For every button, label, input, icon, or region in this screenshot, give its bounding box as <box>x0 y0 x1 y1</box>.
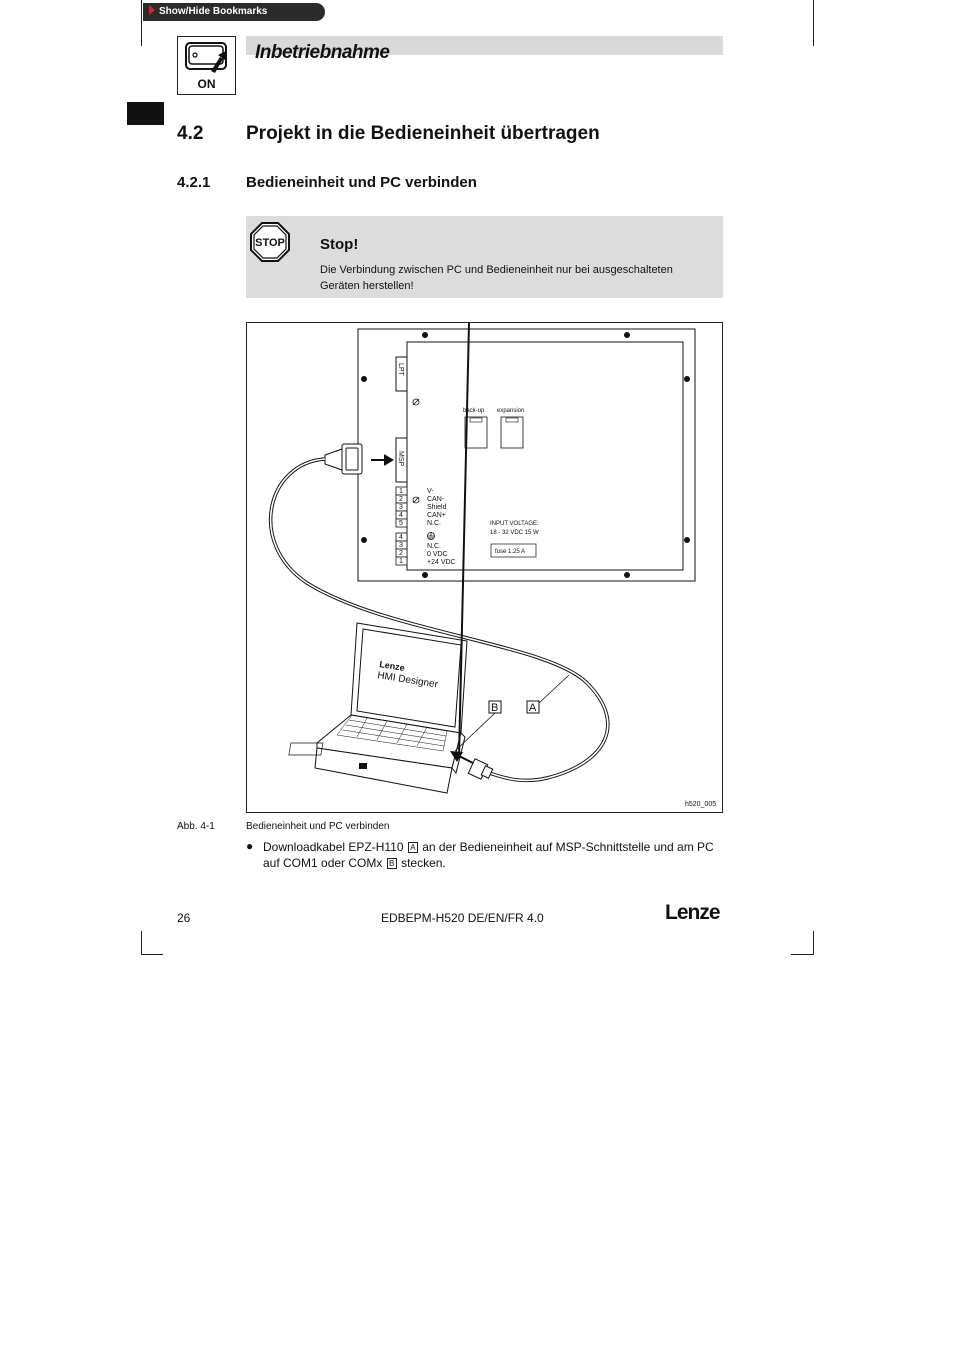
subsection-title: Bedieneinheit und PC verbinden <box>246 174 477 191</box>
svg-text:4: 4 <box>399 512 403 519</box>
fuse-box <box>490 543 537 558</box>
instruction-box-a: A <box>407 842 418 853</box>
section-title: Projekt in die Bedieneinheit übertragen <box>246 123 600 144</box>
power-switch-icon-box: ON <box>177 36 236 95</box>
terminal-bottom-numbers: 4 3 2 1 <box>399 534 403 565</box>
svg-text:2: 2 <box>399 550 403 557</box>
svg-text:N.C.: N.C. <box>427 520 441 527</box>
instruction-part1: Downloadkabel EPZ-H110 <box>263 840 404 854</box>
svg-text:N.C.: N.C. <box>427 543 441 550</box>
crop-mark-bottom-right-v <box>813 931 814 955</box>
chapter-bar <box>246 36 723 55</box>
marker-a: A <box>529 702 537 714</box>
laptop <box>314 622 468 794</box>
terminal-top-numbers: 1 2 3 4 5 <box>399 488 403 527</box>
instruction-box-b: B <box>386 858 397 869</box>
crop-mark-bottom-left-h <box>141 954 163 955</box>
svg-text:V-: V- <box>427 488 434 495</box>
instruction-part2: an der Bedieneinheit auf MSP-Schnittstel… <box>263 840 714 870</box>
crop-mark-bottom-left-v <box>141 931 142 955</box>
msp-label: MSP <box>397 451 404 467</box>
svg-text:CAN-: CAN- <box>427 496 445 503</box>
com-connector <box>467 758 494 780</box>
svg-text:4: 4 <box>399 534 403 541</box>
svg-text:+24 VDC: +24 VDC <box>427 559 456 566</box>
terminal-block-top <box>395 486 408 528</box>
instruction-part3: stecken. <box>401 856 446 870</box>
stop-note <box>246 216 723 298</box>
on-label: ON <box>197 77 216 91</box>
subsection-number: 4.2.1 <box>177 174 211 191</box>
svg-text:2: 2 <box>399 496 403 503</box>
chapter-title: Inbetriebnahme <box>255 42 390 63</box>
arrow-to-pc-icon <box>450 323 474 764</box>
page-number: 26 <box>177 911 191 925</box>
lpt-port <box>395 356 408 392</box>
marker-b: B <box>491 702 498 714</box>
expansion-slot <box>500 416 524 449</box>
operating-unit-housing <box>357 328 696 582</box>
terminal-top-labels: V- CAN- Shield CAN+ N.C. <box>427 488 447 527</box>
caption-label: Abb. 4-1 <box>177 821 215 832</box>
fuse-label: fuse 1.25 A <box>495 549 525 555</box>
stop-sign-icon: STOP <box>250 222 290 262</box>
figure-id: h520_005 <box>685 801 717 808</box>
earth-symbol <box>427 532 435 540</box>
svg-text:0 VDC: 0 VDC <box>427 551 448 558</box>
connection-diagram: LPT MSP 1 2 3 4 5 V- CAN- Shield CAN+ N.… <box>268 323 696 794</box>
caption-text: Bedieneinheit und PC verbinden <box>246 821 390 832</box>
terminal-block-bottom <box>395 532 408 566</box>
svg-text:CAN+: CAN+ <box>427 512 446 519</box>
expansion-label: expansion <box>497 408 524 414</box>
terminal-bottom-labels: N.C. 0 VDC +24 VDC <box>427 543 456 566</box>
svg-text:1: 1 <box>399 488 403 495</box>
stop-title: Stop! <box>320 236 359 253</box>
triangle-right-icon <box>149 5 155 15</box>
svg-text:3: 3 <box>399 504 403 511</box>
instruction-text: Downloadkabel EPZ-H110 A an der Bedienei… <box>263 839 723 871</box>
svg-text:5: 5 <box>399 520 403 527</box>
marker-a-leader <box>538 674 570 704</box>
connection-figure: LPT MSP 1 2 3 4 5 V- CAN- Shield CAN+ N.… <box>246 322 723 813</box>
svg-text:3: 3 <box>399 542 403 549</box>
crop-mark-top-right <box>813 0 814 46</box>
power-switch-icon <box>185 42 227 73</box>
sub-d-connector <box>324 443 363 475</box>
input-voltage-value: 18 - 32 VDC 15 W <box>490 530 539 536</box>
document-id: EDBEPM-H520 DE/EN/FR 4.0 <box>381 911 544 925</box>
backup-label: back-up <box>463 408 485 414</box>
ground-symbol <box>412 398 420 504</box>
msp-port <box>395 437 408 483</box>
bullet-dot: ● <box>246 839 254 853</box>
svg-text:1: 1 <box>399 558 403 565</box>
backup-slot <box>464 416 488 449</box>
laptop-brand: Lenze <box>379 659 406 673</box>
stop-text: Die Verbindung zwischen PC und Bedienein… <box>320 264 673 292</box>
lenze-logo: Lenze <box>665 901 721 924</box>
crop-mark-top-left <box>141 0 142 46</box>
lpt-label: LPT <box>397 363 404 377</box>
laptop-keyboard <box>336 714 448 752</box>
marker-b-leader <box>454 712 496 752</box>
input-voltage-title: INPUT VOLTAGE: <box>490 521 539 527</box>
screws <box>361 332 690 578</box>
show-hide-bookmarks-button[interactable]: Show/Hide Bookmarks <box>143 3 325 21</box>
crop-mark-bottom-right-h <box>791 954 813 955</box>
arrow-to-msp-icon <box>371 454 394 466</box>
bookmarks-label: Show/Hide Bookmarks <box>159 6 268 17</box>
stop-sign-text: STOP <box>255 237 285 249</box>
section-number: 4.2 <box>177 123 204 144</box>
chapter-tab-marker <box>127 102 164 125</box>
marker-a-box <box>526 700 540 714</box>
svg-text:Shield: Shield <box>427 504 447 511</box>
